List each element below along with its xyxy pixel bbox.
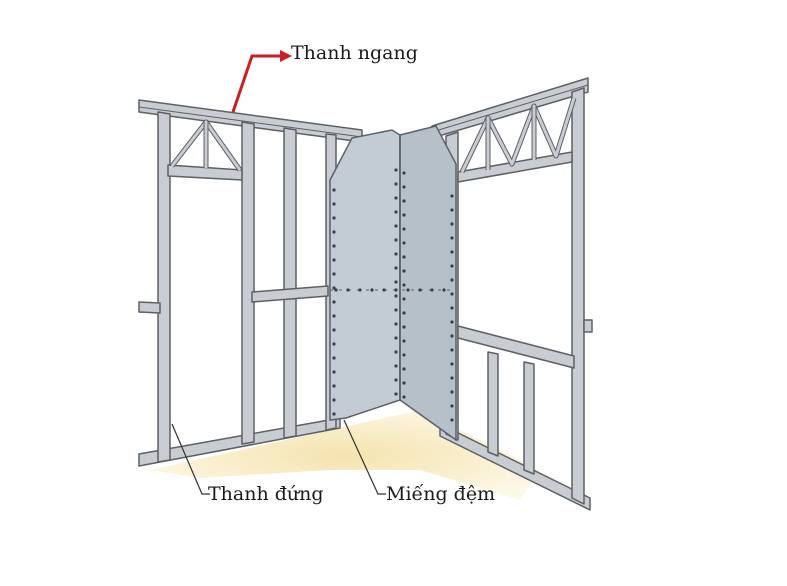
left-wall-frame — [138, 99, 363, 467]
window-sill-right — [457, 325, 575, 369]
board-left — [329, 129, 401, 421]
board-right — [399, 125, 457, 442]
stud-right-2 — [487, 351, 499, 457]
top-track-label: Thanh ngang — [291, 42, 418, 64]
stud-left-1 — [157, 111, 171, 463]
header-left — [167, 164, 243, 181]
screw-dots — [332, 168, 454, 422]
board-leader-line — [343, 419, 386, 495]
stud-right-4 — [571, 87, 585, 505]
bottom-track-right — [439, 423, 591, 511]
stud-right-3 — [523, 361, 535, 475]
stud-leader-line — [171, 423, 210, 495]
stud-left-2 — [241, 121, 255, 445]
stud-left-3 — [283, 127, 297, 439]
top-track-arrow — [231, 50, 292, 113]
cross-member-left — [251, 285, 329, 303]
board-label: Miếng đệm — [386, 483, 496, 505]
stud-label: Thanh đứng — [208, 483, 324, 505]
gypsum-boards — [329, 125, 457, 442]
